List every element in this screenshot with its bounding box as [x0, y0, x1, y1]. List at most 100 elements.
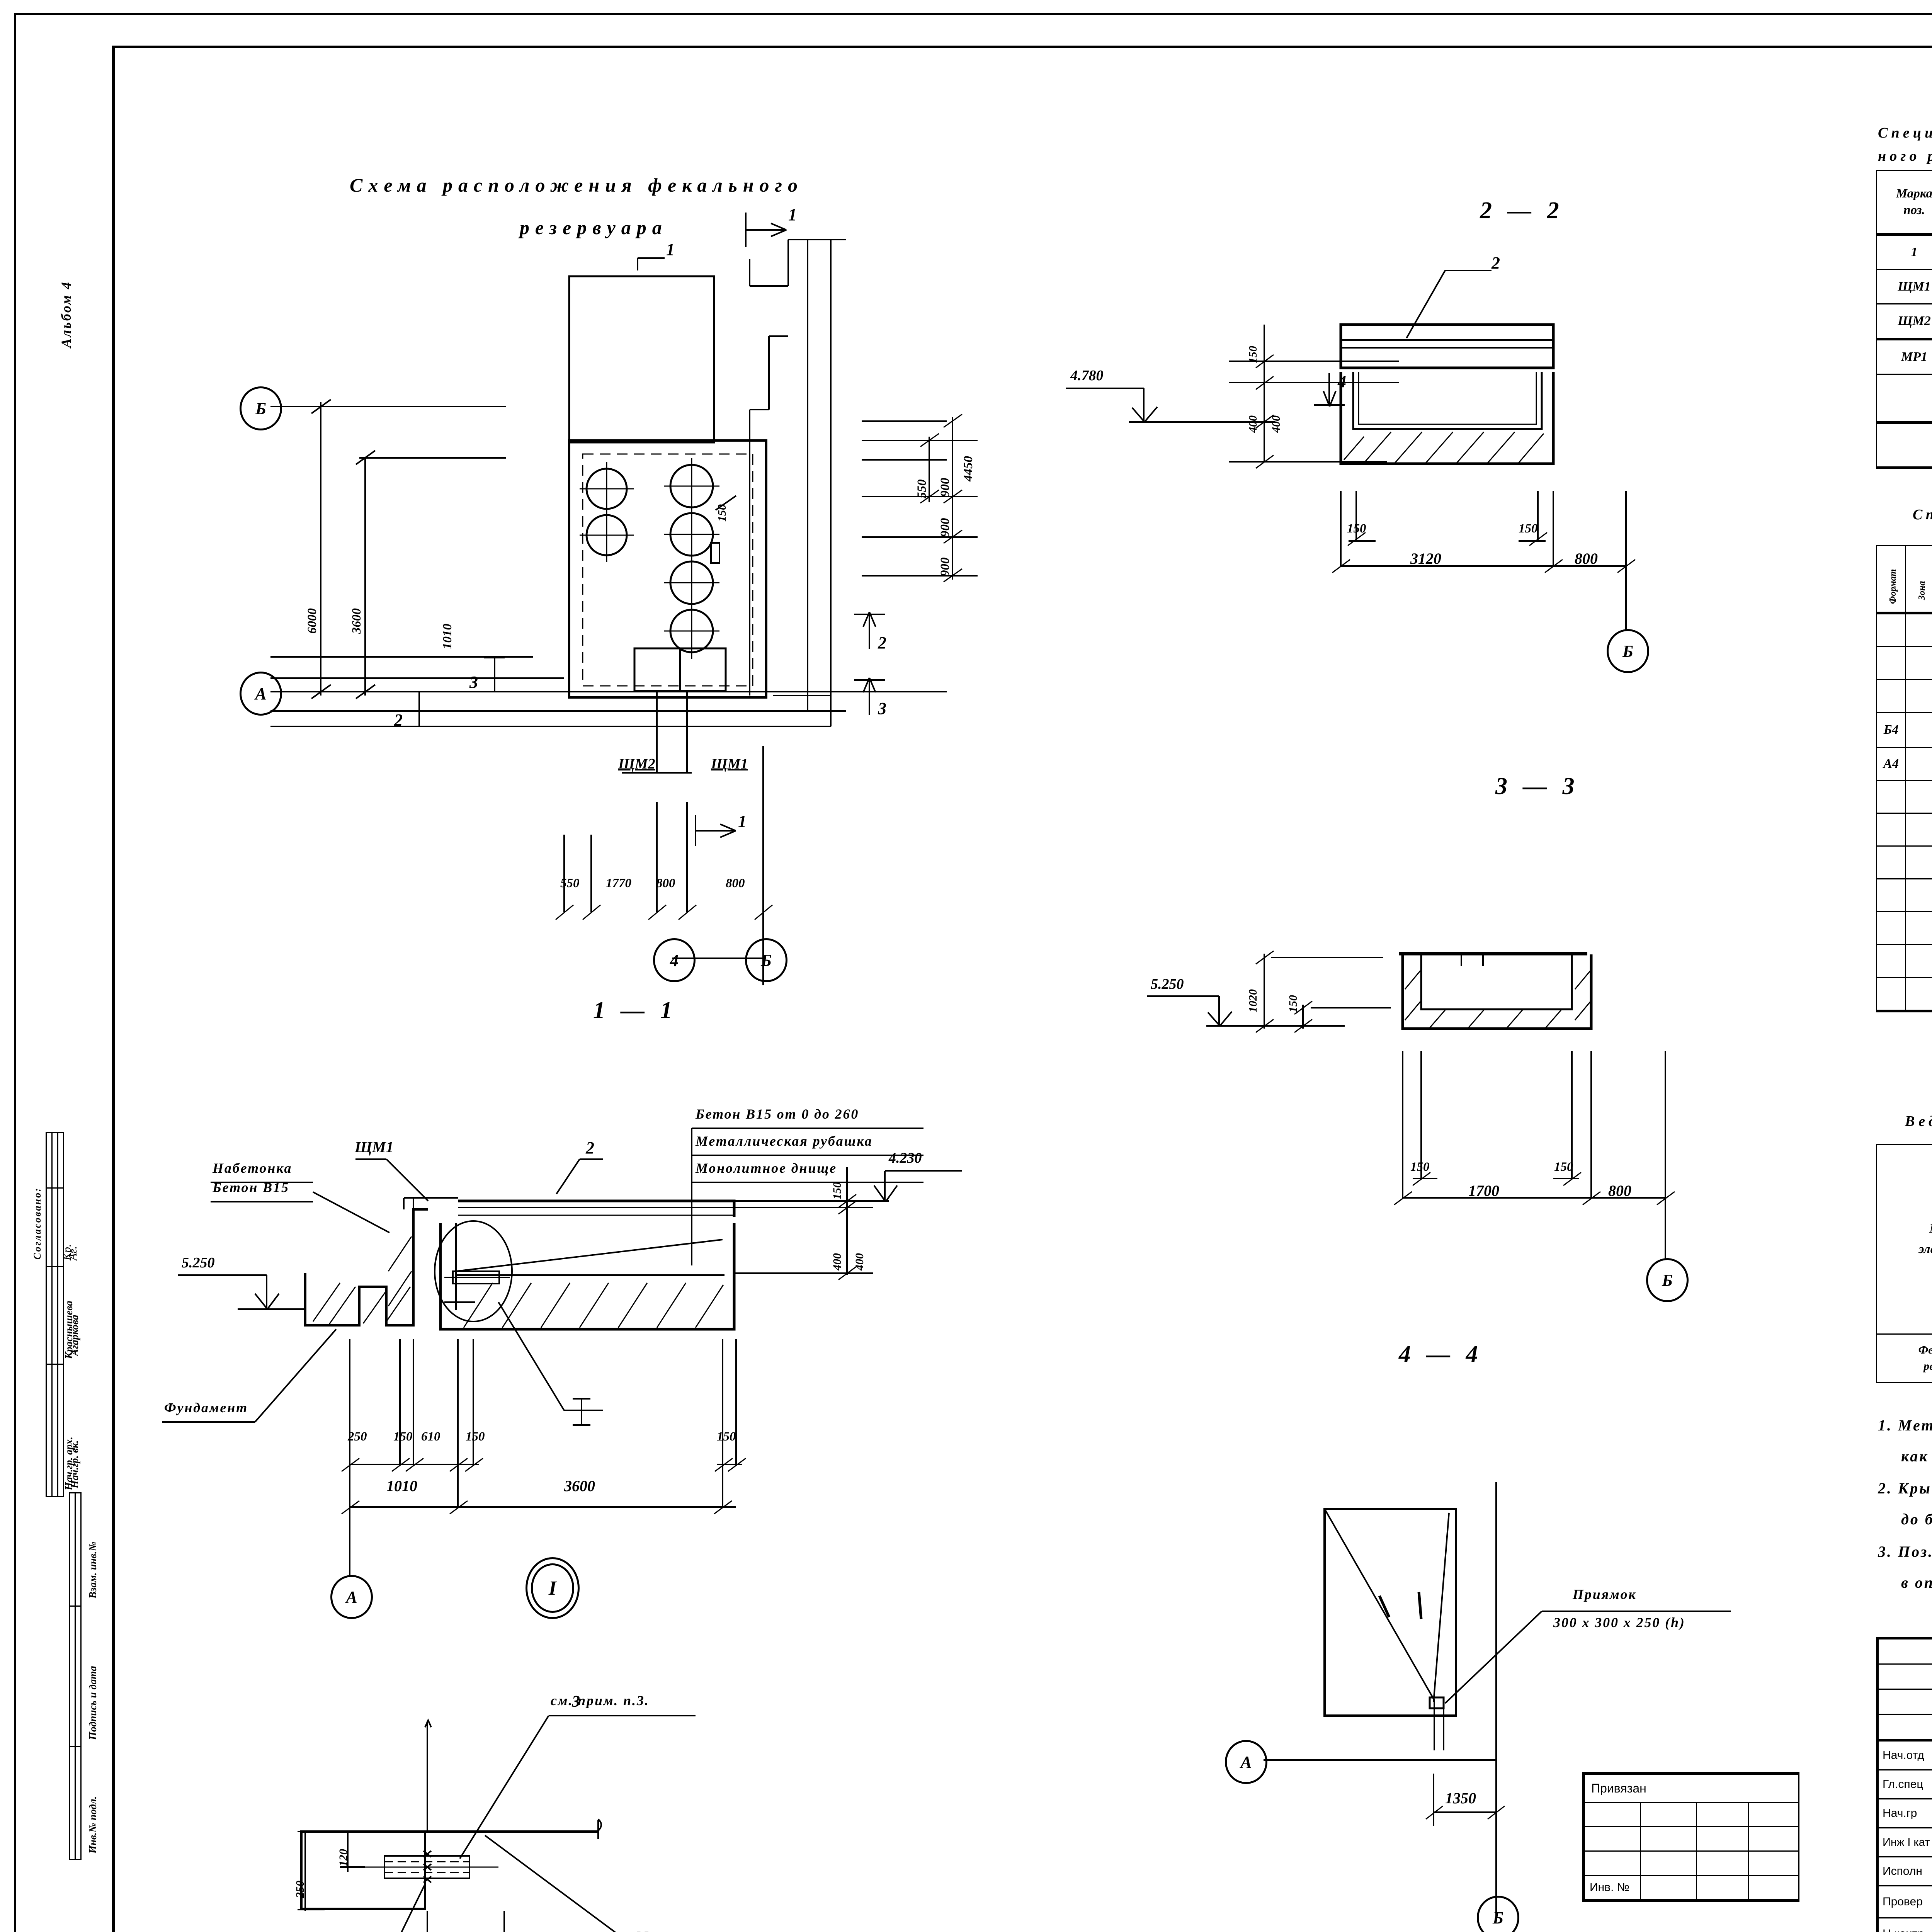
- left-stamp-row: [46, 1132, 64, 1189]
- spec-reservoir-header-row: Формат Зона Поз. Обозначение Наименовани…: [1876, 545, 1932, 614]
- title-block-role-row: Нач.гр Коробкин РП 24: [1876, 1798, 1932, 1828]
- steel-col-mark-line2: элемента.: [1918, 1242, 1932, 1256]
- section-1-1-pos-2: 2: [586, 1138, 594, 1157]
- title-block-role-row: Провер Коншина Схема расположения фекаль…: [1876, 1885, 1932, 1919]
- note-2-line1: 2. Крышку - лючок и закладные детали уст…: [1878, 1480, 1932, 1497]
- section-3-3-dim-150a: 150: [1410, 1160, 1430, 1174]
- privyazan-row: Инв. №: [1582, 1875, 1799, 1902]
- plan-pos-mark-1: 1: [666, 240, 675, 259]
- section-2-2-cut-mark-4: 4: [1338, 372, 1346, 391]
- cell-format: А4: [1876, 747, 1906, 781]
- steel-consumption-table: Марка элемента. Изделия арматурные Издел…: [1876, 1144, 1932, 1383]
- left-stamp-row: Нач.гр. арх. Нач.гр. вк.: [46, 1364, 80, 1497]
- privyazan-label: Привязан: [1582, 1772, 1799, 1803]
- section-1-1-leader-beton: Бетон В15: [213, 1180, 289, 1195]
- axis-bubble-a: А: [240, 672, 282, 716]
- section-2-2-pos-2: 2: [1492, 253, 1500, 272]
- section-1-1-dim-610: 610: [421, 1430, 440, 1444]
- detail-I-pos-3: 3: [572, 1693, 580, 1711]
- cell-format: [1876, 845, 1906, 879]
- title-block-row: А-IV-600-0480.90 КЖ 2: [1876, 1637, 1932, 1665]
- spec-reservoir-row: [1876, 845, 1932, 879]
- section-1-1-dim-150a: 150: [393, 1430, 413, 1444]
- col-mark-line2: поз.: [1903, 203, 1925, 217]
- spec-placement-row: 1 0. 900 - 01 лл. II Крышка - лючок 6 19…: [1876, 234, 1932, 270]
- title-block-role-row: Гл.спец Нефедов Сооружение встроенное в …: [1876, 1769, 1932, 1799]
- section-3-3-bubble-b: Б: [1646, 1258, 1689, 1302]
- cell-zone: [1905, 944, 1932, 978]
- section-3-3-elevation: 5.250: [1151, 976, 1184, 992]
- cell-format: [1876, 780, 1906, 814]
- spec-reservoir-row: Б4 2 4С 6АIII-200 / 6АIII-200 310 х 355 …: [1876, 712, 1932, 748]
- section-1-1-dim-3600: 3600: [564, 1477, 595, 1495]
- title-block-role-row: Инж I кат Росснева: [1876, 1827, 1932, 1857]
- section-2-2-dim-150b: 150: [1519, 522, 1538, 536]
- section-2-2-dim-800: 800: [1575, 550, 1598, 567]
- spec-placement-row: [1876, 374, 1932, 424]
- title-block-table: А-IV-600-0480.90 КЖ 2 Нач.отд Лесин Гл.с…: [1876, 1637, 1932, 1932]
- section-4-4-dim-1350: 1350: [1445, 1789, 1476, 1807]
- spec-reservoir-row: Гост 23279-85: [1876, 679, 1932, 713]
- spec-reservoir-row: А4 3 03.005 - 5 в.2 лл.5 КПК 5 , д1 - 10…: [1876, 747, 1932, 781]
- spec-reservoir-row: Сборочные единицы: [1876, 612, 1932, 647]
- cell-zone: [1905, 747, 1932, 781]
- spec-placement-row: ЩМ1 АIV-600-0480.90 КЖил.5 Щит метал. ЩМ…: [1876, 269, 1932, 304]
- cell-zone: [1905, 878, 1932, 912]
- plan-bubble-4: 4: [653, 938, 696, 982]
- spec-placement-row: Набетонка - бетон В15 0,4 м3: [1876, 422, 1932, 469]
- plan-bubble-b: Б: [745, 938, 787, 982]
- cell-format: [1876, 646, 1906, 680]
- plan-title-line1: Схема расположения фекального: [350, 174, 803, 196]
- cell-zone: [1905, 712, 1932, 748]
- title-block-role-row: Нач.отд Лесин: [1876, 1740, 1932, 1770]
- cell-zone: [1905, 646, 1932, 680]
- cell-zone: [1905, 780, 1932, 814]
- cell-mark: [1876, 422, 1932, 469]
- title-block-row: [1876, 1663, 1932, 1690]
- detail-I-shirt-line1: Металлическая: [636, 1928, 748, 1932]
- plan-section-mark-2-left: 2: [394, 711, 403, 730]
- plan-title-line2: резервуара: [520, 217, 668, 238]
- section-2-2-elevation: 4.780: [1070, 367, 1104, 384]
- section-2-2-bubble-b: Б: [1607, 629, 1649, 673]
- spec-reservoir-row: Сетка арматурная: [1876, 646, 1932, 680]
- left-stamp-row: Кр. Аг.: [46, 1187, 79, 1267]
- cell-format: [1876, 813, 1906, 847]
- section-1-1-leader-foundation: Фундамент: [164, 1400, 248, 1415]
- spec-reservoir-row: [1876, 977, 1932, 1012]
- cell-format: [1876, 679, 1906, 713]
- col-zone: Зона: [1917, 581, 1927, 600]
- steel-group-row: Марка элемента. Изделия арматурные Издел…: [1876, 1144, 1932, 1335]
- steel-data-row: Фекальный резервуар 25,0 25,0 1,6 4,6 6,…: [1876, 1333, 1932, 1383]
- section-1-1-dim-150b: 150: [466, 1430, 485, 1444]
- cell-mark: ЩМ2: [1876, 303, 1932, 340]
- steel-col-mark-line1: Марка: [1881, 1219, 1932, 1239]
- left-stamp-row: Краснышева Агаркова: [46, 1266, 80, 1365]
- role-label: Инж I кат: [1876, 1827, 1932, 1857]
- section-1-1-leader-bottom: Монолитное днище: [696, 1160, 837, 1176]
- privyazan-row: [1582, 1826, 1799, 1852]
- cell-format: [1876, 878, 1906, 912]
- spec-reservoir-table: Формат Зона Поз. Обозначение Наименовани…: [1876, 545, 1932, 1012]
- spec-placement-title-line2: ного резервуара: [1878, 148, 1932, 164]
- section-1-1-leader-shirt: Металлическая рубашка: [696, 1133, 873, 1149]
- left-stamp-table: Кр. Аг. Краснышева Агаркова: [46, 1132, 80, 1497]
- axis-bubble-b: Б: [240, 386, 282, 430]
- side-label-row: Подпись и дата: [69, 1605, 99, 1747]
- section-3-3-dim-800: 800: [1608, 1182, 1631, 1199]
- cell-zone: [1905, 679, 1932, 713]
- section-4-4-title: 4 — 4: [1399, 1341, 1483, 1367]
- inner-frame: [112, 46, 1932, 1932]
- note-1-line2: как опалубку.: [1901, 1447, 1932, 1465]
- col-mark-line1: Марка: [1896, 187, 1932, 201]
- section-2-2-dim-3120: 3120: [1410, 550, 1441, 567]
- detail-I-note-ref: см. прим. п.3.: [551, 1693, 650, 1708]
- section-4-4-leader-line1: Приямок: [1573, 1587, 1637, 1602]
- note-2-line2: до бетонирования резервуара.: [1901, 1510, 1932, 1528]
- side-label-row: Взам. инв.№: [69, 1492, 99, 1607]
- plan-panel-label-shm1: ЩМ1: [711, 756, 748, 772]
